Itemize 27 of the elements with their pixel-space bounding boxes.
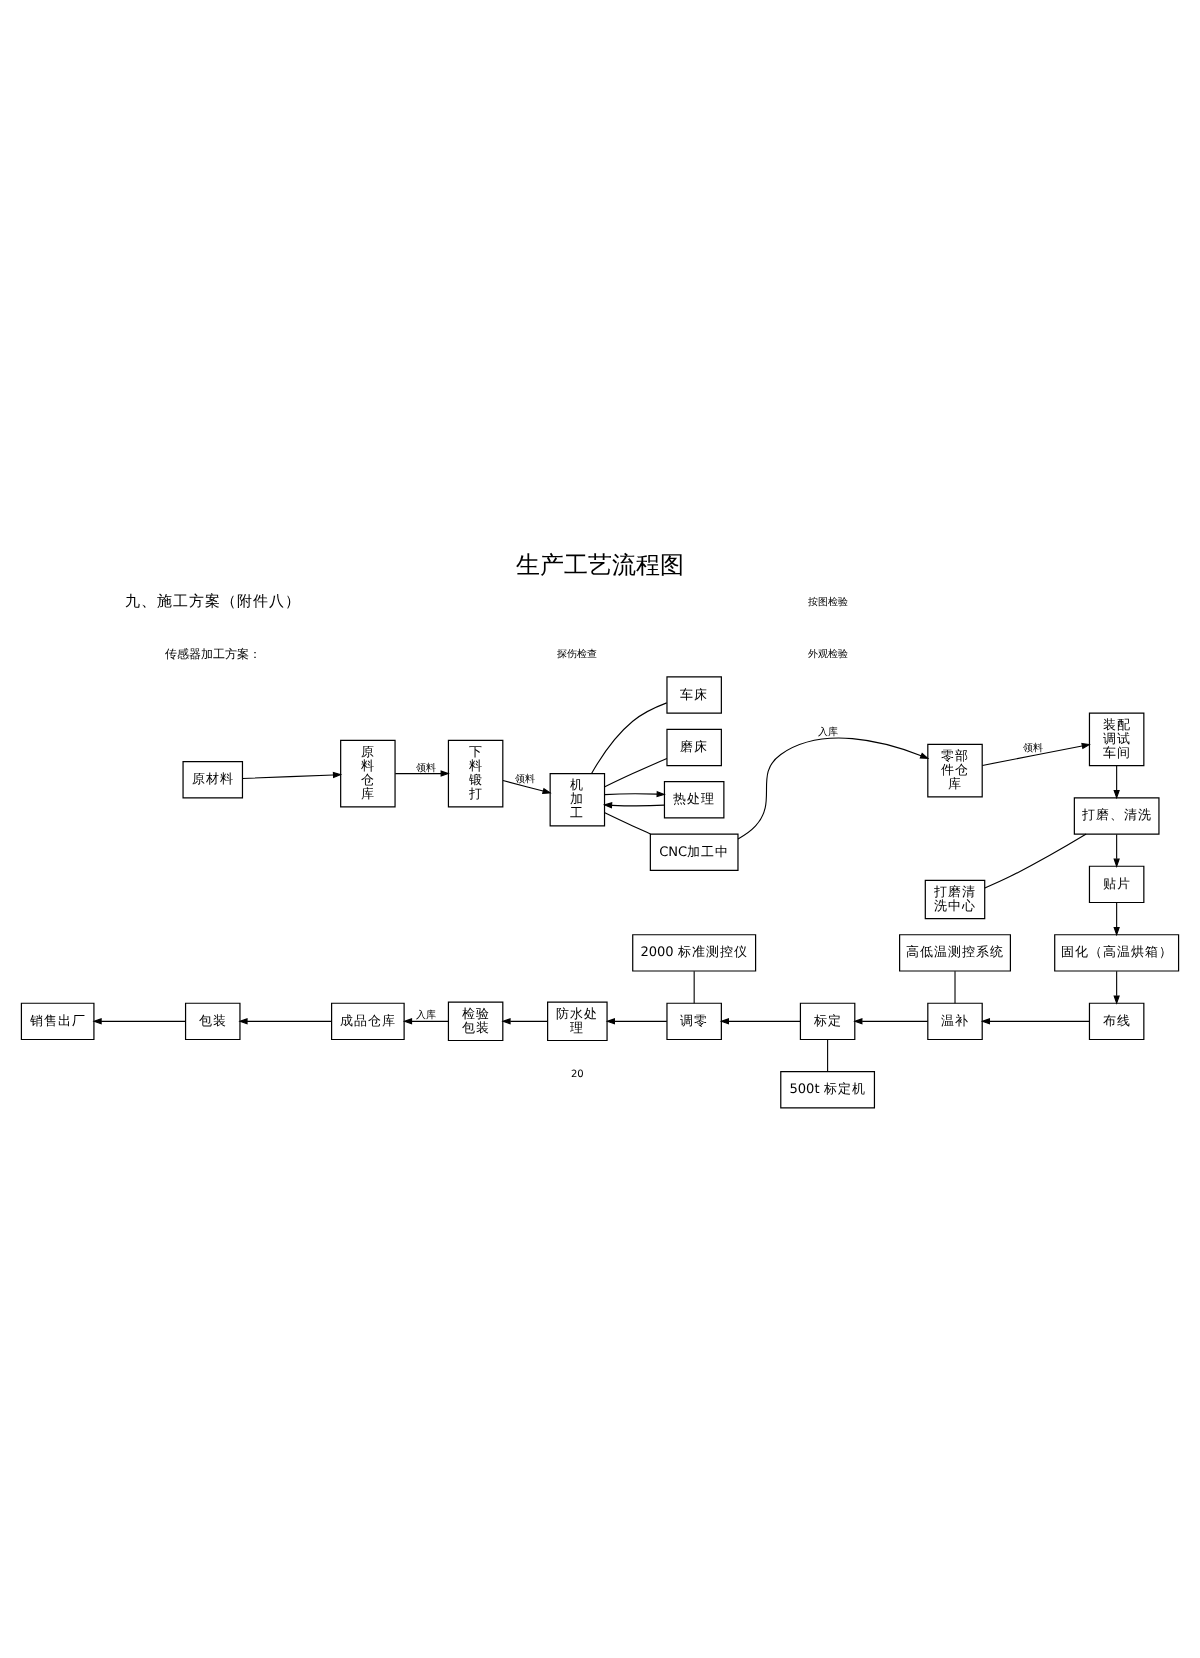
connector — [693, 970, 695, 1004]
arrow — [501, 1018, 549, 1025]
arrow — [853, 1018, 929, 1025]
arrow — [604, 790, 666, 798]
arrow — [1113, 833, 1120, 868]
arrow — [602, 802, 665, 809]
connector — [827, 1039, 829, 1073]
arrow — [719, 1018, 801, 1025]
arrow — [605, 1018, 668, 1025]
diagram-title: 生产工艺流程图 — [516, 551, 684, 580]
arrow — [1113, 902, 1120, 937]
arrow — [402, 1018, 449, 1025]
arrow — [737, 737, 930, 840]
arrow — [1113, 765, 1120, 800]
arrow — [394, 770, 450, 777]
arrow — [238, 1018, 332, 1025]
connector — [591, 702, 668, 774]
connector — [604, 758, 668, 788]
arrow — [502, 780, 552, 795]
arrow — [242, 771, 343, 780]
arrow — [981, 742, 1091, 766]
arrow — [92, 1018, 186, 1025]
arrow — [1113, 970, 1120, 1005]
connector — [984, 833, 1087, 889]
arrow — [980, 1018, 1090, 1025]
connector — [604, 812, 652, 835]
connector — [954, 970, 956, 1004]
